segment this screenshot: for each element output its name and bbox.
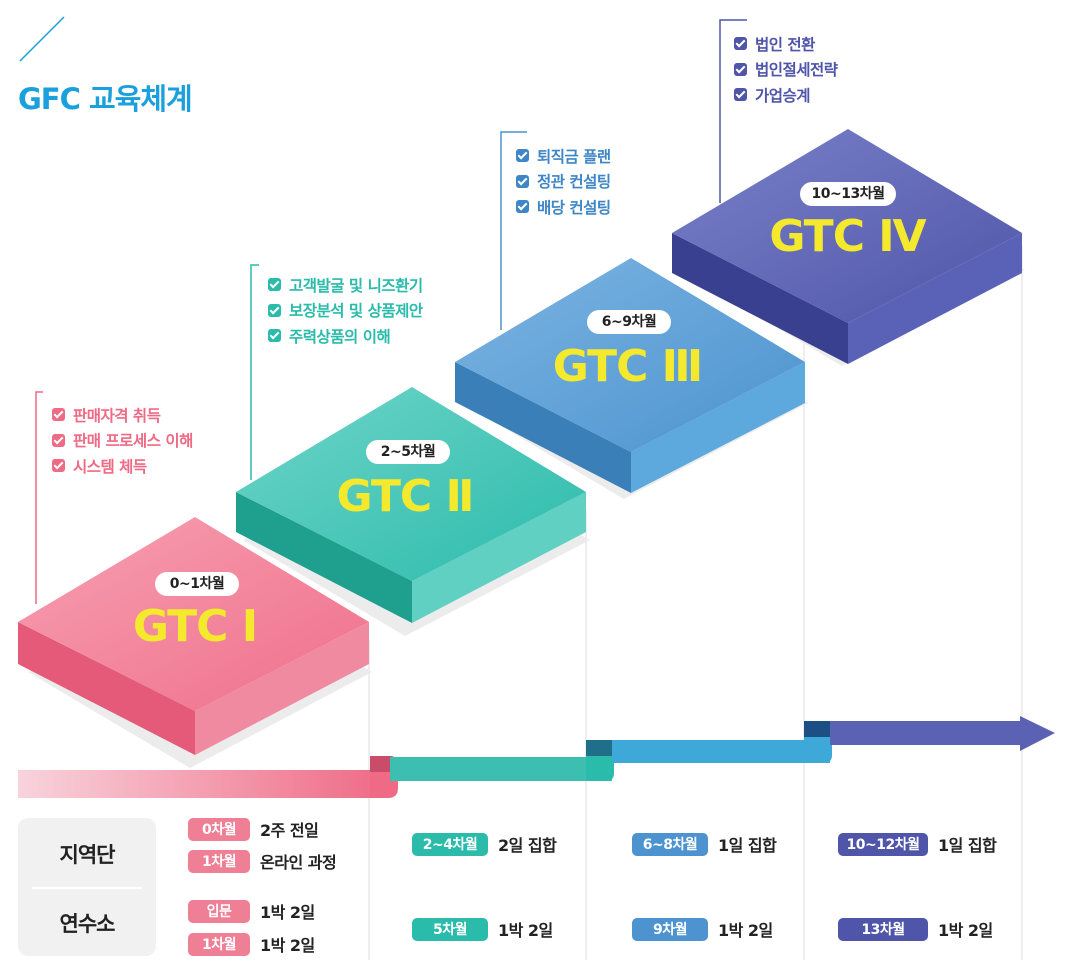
checkbox-icon: [516, 174, 529, 188]
schedule-text: 1일 집합: [938, 836, 997, 855]
gtc1-block: [18, 517, 369, 755]
month-pill: 1차월: [188, 932, 250, 956]
gtc3-name: GTC Ⅲ: [552, 341, 704, 392]
checkbox-icon: [52, 433, 65, 447]
month-pill: 6~8차월: [632, 832, 708, 856]
list-item: 고객발굴 및 니즈환기: [268, 272, 423, 298]
gtc2-period: 2~5차월: [380, 444, 436, 460]
schedule-row: 5차월 1박 2일: [412, 917, 553, 941]
gtc1-name: GTC Ⅰ: [132, 601, 258, 652]
list-item: 배당 컨설팅: [516, 194, 611, 220]
checkbox-icon: [52, 459, 65, 473]
list-item: 가업승계: [734, 82, 838, 108]
decorative-slash: [19, 16, 65, 62]
schedule-text: 1박 2일: [498, 921, 553, 940]
gtc2-checklist: 고객발굴 및 니즈환기 보장분석 및 상품제안 주력상품의 이해: [268, 272, 423, 349]
schedule-row: 2~4차월 2일 집합: [412, 832, 557, 856]
month-pill: 5차월: [412, 917, 488, 941]
month-pill: 1차월: [188, 849, 250, 873]
period-pills: [155, 182, 896, 596]
checkbox-icon: [734, 37, 747, 51]
gtc4-block: [672, 129, 1022, 364]
schedule-text: 1박 2일: [718, 921, 773, 940]
month-pill: 0차월: [188, 817, 250, 841]
list-item: 퇴직금 플랜: [516, 143, 611, 169]
gtc3-period: 6~9차월: [601, 314, 657, 330]
column-dividers: [368, 245, 1023, 960]
schedule-text: 1박 2일: [260, 936, 315, 955]
month-pill: 10~12차월: [838, 832, 928, 856]
gtc4-checklist: 법인 전환 법인절세전략 가업승계: [734, 31, 838, 108]
schedule-row: 10~12차월 1일 집합: [838, 832, 997, 856]
list-item: 판매 프로세스 이해: [52, 428, 193, 454]
checkbox-icon: [52, 408, 65, 422]
checkbox-icon: [268, 303, 281, 317]
list-item: 정관 컨설팅: [516, 169, 611, 195]
gtc3-checklist: 퇴직금 플랜 정관 컨설팅 배당 컨설팅: [516, 143, 611, 220]
checkbox-icon: [268, 278, 281, 292]
gtc3-block: [455, 258, 805, 493]
center-label: 연수소: [59, 912, 116, 936]
schedule-text: 1박 2일: [260, 903, 315, 922]
month-pill: 9차월: [632, 917, 708, 941]
divider: [32, 887, 142, 889]
month-pill: 입문: [188, 899, 250, 923]
gtc1-period: 0~1차월: [169, 576, 225, 592]
schedule-label-box: 지역단 연수소: [18, 818, 156, 956]
checkbox-icon: [516, 200, 529, 214]
gtc2-name: GTC Ⅱ: [336, 471, 475, 522]
checkbox-icon: [734, 88, 747, 102]
schedule-text: 1박 2일: [938, 921, 993, 940]
schedule-row: 6~8차월 1일 집합: [632, 832, 777, 856]
schedule-row: 9차월 1박 2일: [632, 917, 773, 941]
list-item: 법인 전환: [734, 31, 838, 57]
schedule-row: 13차월 1박 2일: [838, 917, 993, 941]
schedule-row: 입문 1박 2일: [188, 899, 315, 923]
gtc1-checklist: 판매자격 취득 판매 프로세스 이해 시스템 체득: [52, 402, 193, 479]
checkbox-icon: [268, 329, 281, 343]
schedule-text: 온라인 과정: [260, 853, 337, 872]
month-pill: 2~4차월: [412, 832, 488, 856]
gtc2-block: [236, 387, 586, 623]
list-item: 보장분석 및 상품제안: [268, 298, 423, 324]
schedule-text: 2주 전일: [260, 821, 319, 840]
checklist-brackets: [35, 19, 747, 604]
list-item: 시스템 체득: [52, 453, 193, 479]
checkbox-icon: [516, 149, 529, 163]
schedule-row: 1차월 온라인 과정: [188, 849, 337, 873]
regional-label: 지역단: [59, 843, 116, 867]
schedule-text: 2일 집합: [498, 836, 557, 855]
page-title: GFC 교육체계: [18, 82, 193, 116]
list-item: 판매자격 취득: [52, 402, 193, 428]
schedule-row: 1차월 1박 2일: [188, 932, 315, 956]
month-pill: 13차월: [838, 917, 928, 941]
list-item: 주력상품의 이해: [268, 323, 423, 349]
schedule-text: 1일 집합: [718, 836, 777, 855]
schedule-row: 0차월 2주 전일: [188, 817, 319, 841]
gtc4-period: 10~13차월: [811, 186, 885, 202]
gtc4-name: GTC Ⅳ: [769, 211, 926, 262]
list-item: 법인절세전략: [734, 57, 838, 83]
timeline-arrow: [18, 716, 1055, 798]
checkbox-icon: [734, 62, 747, 76]
